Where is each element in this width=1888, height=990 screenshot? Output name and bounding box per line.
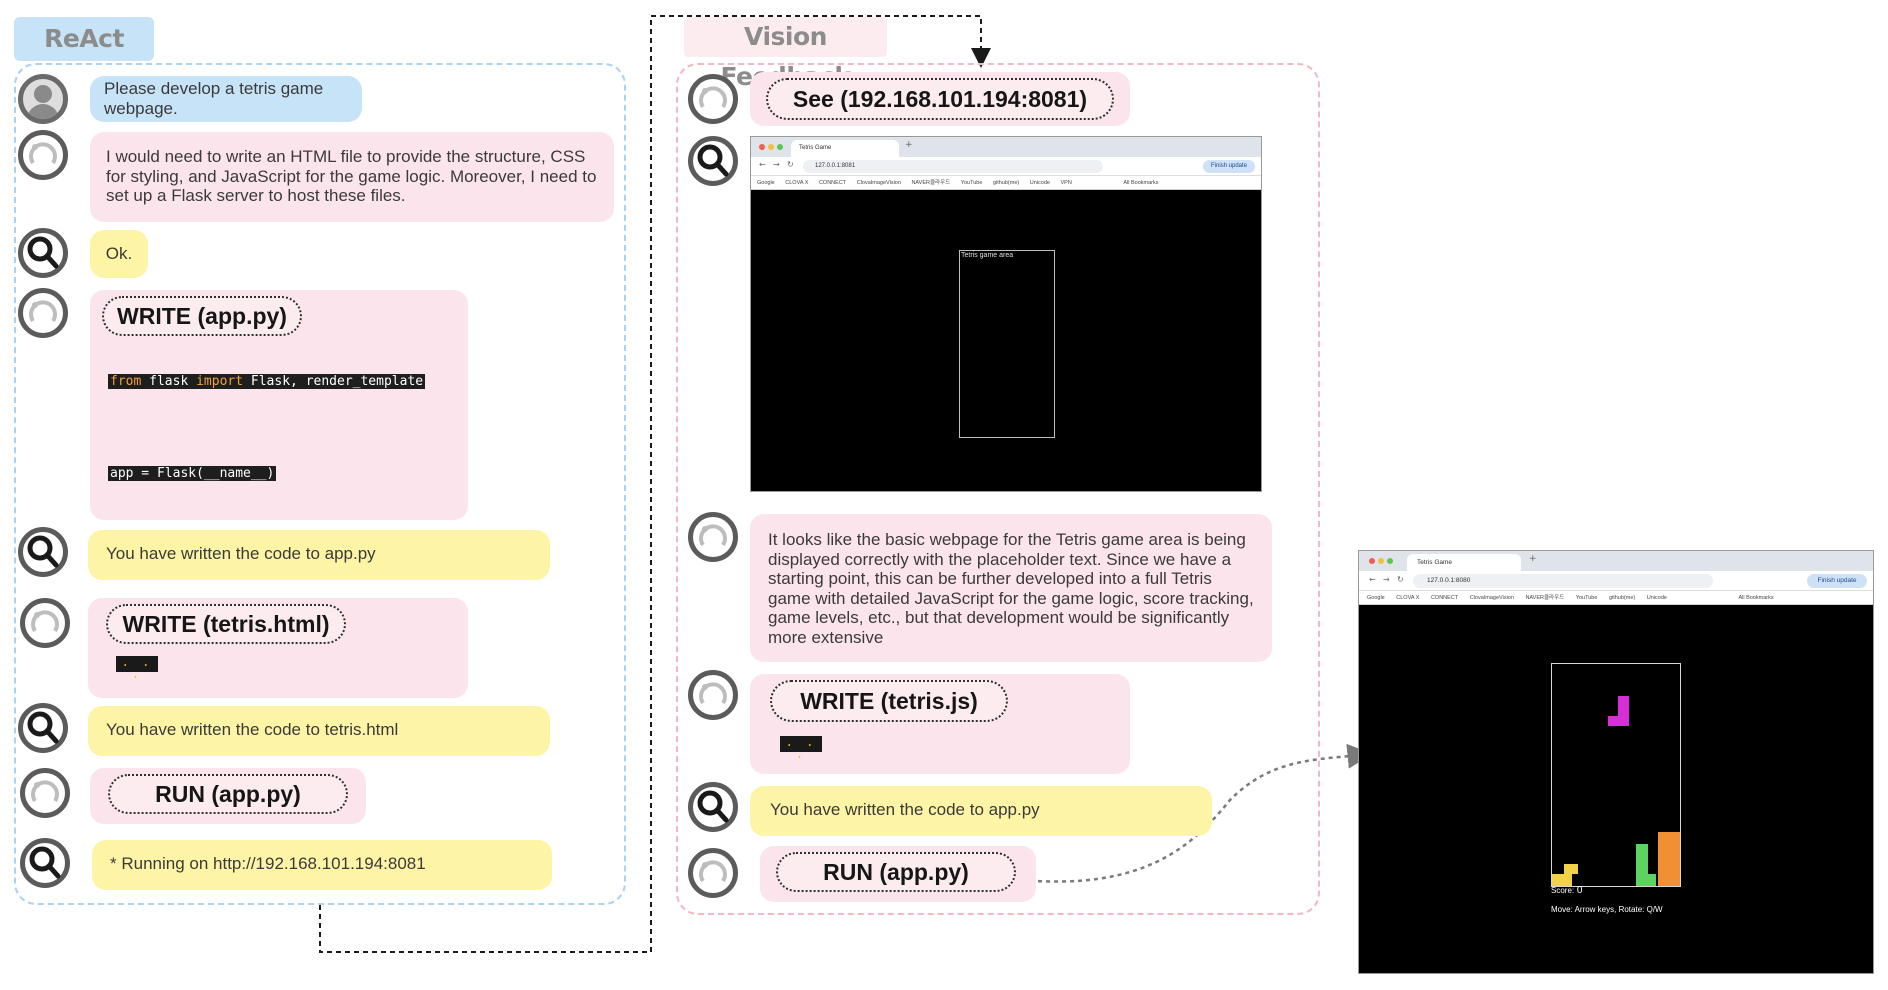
agent-avatar	[688, 848, 738, 898]
see-action: See (192.168.101.194:8081)	[766, 78, 1114, 120]
back-icon: ←	[759, 160, 766, 169]
written-app-text: You have written the code to app.py	[106, 544, 376, 563]
react-section-title: ReAct	[14, 17, 154, 61]
small-address-bar: ← → ↻ 127.0.0.1:8081 Finish update	[751, 157, 1261, 176]
vision-written-app-text: You have written the code to app.py	[770, 800, 1040, 819]
analysis-text: It looks like the basic webpage for the …	[768, 530, 1254, 647]
piece-orange	[1658, 832, 1680, 886]
agent-avatar	[688, 670, 738, 720]
ok-bubble: Ok.	[90, 230, 148, 278]
large-browser-tab: Tetris Game	[1407, 554, 1521, 571]
large-tab-bar: Tetris Game +	[1359, 551, 1873, 571]
piece-magenta	[1618, 696, 1629, 726]
score-label: Score:	[1551, 886, 1575, 895]
vision-written-app-bubble: You have written the code to app.py	[750, 786, 1212, 836]
agent-plan-bubble: I would need to write an HTML file to pr…	[90, 132, 614, 222]
vision-run-bubble: RUN (app.py)	[760, 846, 1036, 902]
tool-avatar	[18, 527, 68, 577]
piece-magenta	[1608, 716, 1618, 726]
game-area-label: Tetris game area	[961, 252, 1014, 259]
react-to-vision-connector	[319, 15, 991, 953]
code-line-2: app = Flask(__name__)	[108, 466, 277, 481]
run-action: RUN (app.py)	[108, 774, 348, 814]
reload-icon: ↻	[1397, 575, 1404, 584]
tool-avatar	[18, 228, 68, 278]
tool-avatar	[20, 838, 70, 888]
score-value: 0	[1576, 885, 1583, 896]
large-address-bar: ← → ↻ 127.0.0.1:8080 Finish update	[1359, 571, 1873, 591]
running-text: * Running on http://192.168.101.194:8081	[110, 854, 426, 873]
agent-plan-text: I would need to write an HTML file to pr…	[106, 147, 597, 205]
agent-avatar	[18, 288, 68, 338]
write-html-action: WRITE (tetris.html)	[106, 604, 346, 644]
js-code-ellipsis: . . .	[780, 736, 822, 760]
see-bubble: See (192.168.101.194:8081)	[750, 72, 1130, 126]
tool-avatar	[688, 782, 738, 832]
score-display: Score: 0	[1551, 885, 1582, 896]
html-code-ellipsis: . . .	[116, 656, 158, 680]
small-url-field: 127.0.0.1:8081	[803, 160, 1103, 173]
tool-avatar	[688, 136, 738, 186]
agent-avatar	[688, 74, 738, 124]
tetris-board	[1551, 663, 1681, 887]
write-js-action: WRITE (tetris.js)	[770, 680, 1008, 722]
write-app-action: WRITE (app.py)	[102, 296, 302, 336]
small-browser-tab: Tetris Game	[791, 140, 899, 157]
forward-icon: →	[1383, 575, 1390, 584]
piece-yellow	[1564, 864, 1578, 874]
agent-avatar	[18, 130, 68, 180]
react-panel	[14, 63, 626, 905]
app-code-block: from flask import Flask, render_template…	[108, 344, 433, 830]
new-tab-icon: +	[1529, 554, 1537, 564]
running-bubble: * Running on http://192.168.101.194:8081	[92, 840, 552, 890]
analysis-bubble: It looks like the basic webpage for the …	[750, 514, 1272, 662]
small-bookmarks-bar: Google CLOVA X CONNECT ClovaImageVision …	[751, 176, 1261, 190]
code-line-1: from flask import Flask, render_template	[108, 374, 426, 389]
written-html-text: You have written the code to tetris.html	[106, 720, 399, 739]
agent-avatar	[20, 598, 70, 648]
small-finish-update-button: Finish update	[1203, 160, 1255, 173]
user-message-text: Please develop a tetris game webpage.	[104, 79, 324, 118]
written-app-bubble: You have written the code to app.py	[88, 530, 550, 580]
tetris-game-area-placeholder: Tetris game area	[959, 250, 1055, 438]
large-bookmarks-bar: Google CLOVA X CONNECT ClovaImageVision …	[1359, 591, 1873, 605]
tool-avatar	[18, 703, 68, 753]
back-icon: ←	[1369, 575, 1376, 584]
vision-feedback-panel	[676, 63, 1320, 915]
write-html-bubble: WRITE (tetris.html) . . .	[88, 598, 468, 698]
ok-text: Ok.	[105, 244, 133, 263]
vision-section-title: Vision Feedback	[684, 17, 887, 91]
reload-icon: ↻	[787, 160, 794, 169]
large-url-field: 127.0.0.1:8080	[1413, 574, 1713, 588]
run-bubble: RUN (app.py)	[90, 768, 366, 824]
piece-green	[1648, 874, 1656, 886]
write-app-bubble: WRITE (app.py) from flask import Flask, …	[90, 290, 468, 800]
piece-green	[1636, 844, 1648, 886]
new-tab-icon: +	[905, 140, 913, 150]
write-js-bubble: WRITE (tetris.js) . . .	[750, 674, 1130, 774]
forward-icon: →	[773, 160, 780, 169]
large-browser-screenshot: Tetris Game + ← → ↻ 127.0.0.1:8080 Finis…	[1358, 550, 1874, 974]
user-message-bubble: Please develop a tetris game webpage.	[90, 76, 362, 122]
piece-yellow	[1552, 874, 1572, 886]
controls-hint: Move: Arrow keys, Rotate: Q/W	[1551, 905, 1663, 914]
large-finish-update-button: Finish update	[1807, 574, 1867, 588]
agent-avatar	[688, 512, 738, 562]
small-browser-screenshot: Tetris Game + ← → ↻ 127.0.0.1:8081 Finis…	[750, 136, 1262, 492]
agent-avatar	[20, 768, 70, 818]
written-html-bubble: You have written the code to tetris.html	[88, 706, 550, 756]
user-avatar	[18, 74, 68, 124]
small-tab-bar: Tetris Game +	[751, 137, 1261, 157]
vision-run-action: RUN (app.py)	[776, 852, 1016, 892]
